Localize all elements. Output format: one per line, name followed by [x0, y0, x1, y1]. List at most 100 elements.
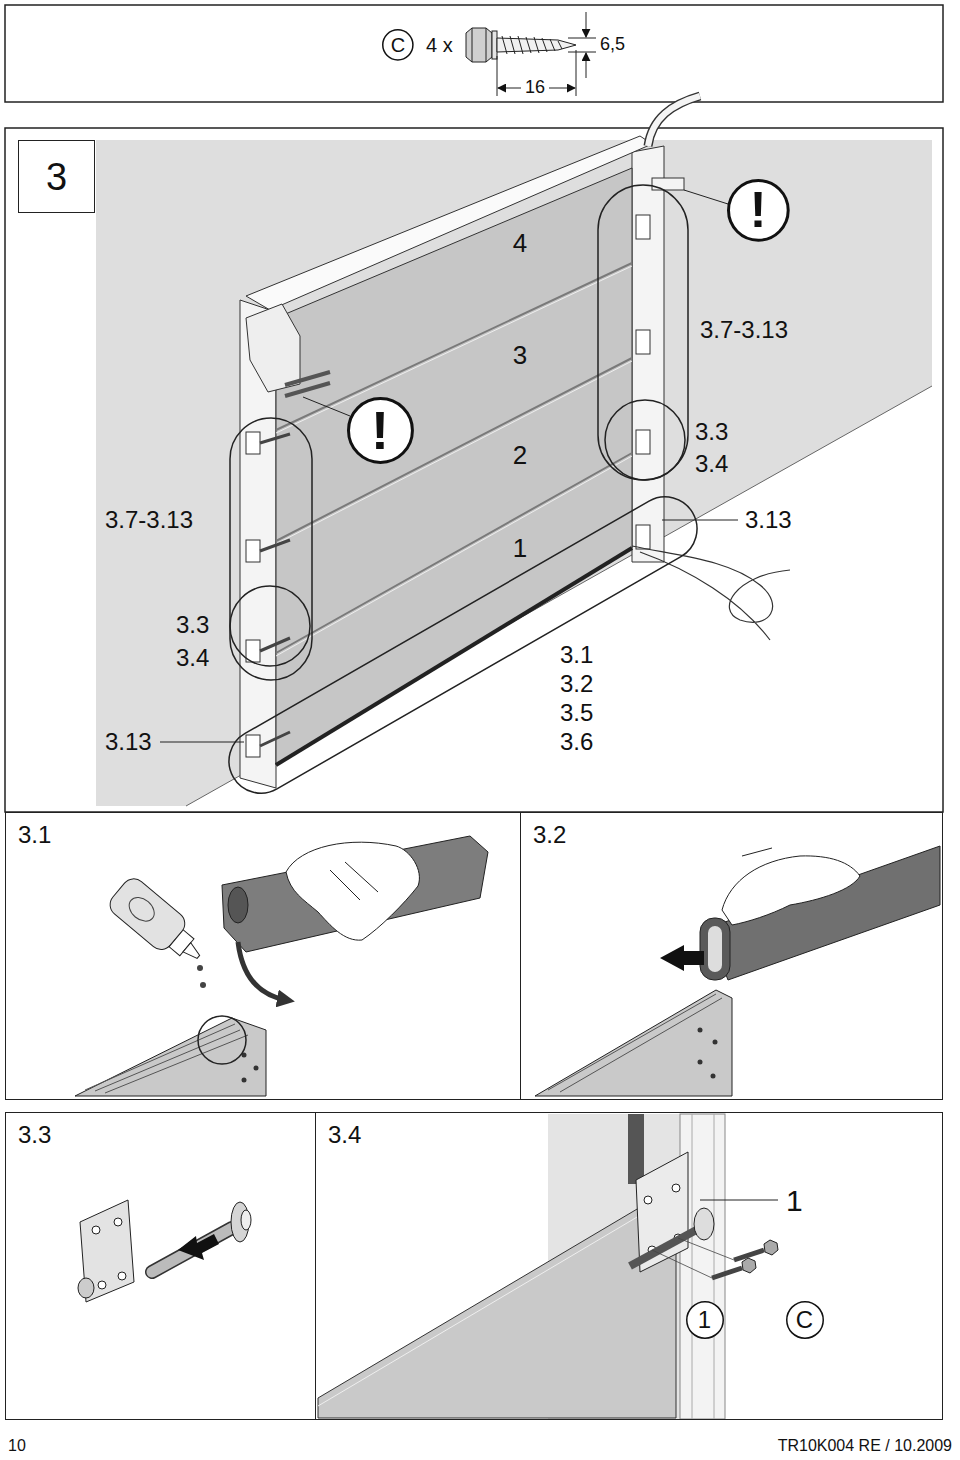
warning-circle: !: [727, 179, 790, 242]
hole: [698, 1028, 703, 1033]
hole: [242, 1078, 247, 1083]
substep-heading: 3.1: [18, 823, 51, 847]
track-bracket: [652, 178, 684, 190]
step-reference: 3.5: [560, 700, 593, 726]
hole: [254, 1066, 259, 1071]
section-groove: [85, 1024, 248, 1093]
cable: [632, 546, 790, 640]
dimension-extension: [568, 38, 596, 52]
step-reference: 3.1: [560, 642, 593, 668]
direction-arrow: [178, 1234, 219, 1260]
part-letter-circle: C: [786, 1301, 824, 1339]
callout-number: 1: [786, 1184, 803, 1217]
dimension: 6,5: [600, 35, 625, 55]
detail-outline: [605, 400, 685, 480]
top-bracket: [246, 304, 300, 392]
hinge-hole: [114, 1218, 122, 1226]
detail-outline: [217, 485, 708, 805]
leader-line: [684, 190, 728, 204]
screw-head-edge: [472, 28, 486, 62]
panel-number: 4: [513, 229, 527, 258]
dimension-arrow: [498, 88, 521, 89]
step-reference: 3.6: [560, 729, 593, 755]
step-reference: 3.3: [176, 612, 209, 638]
shape-text: !: [371, 403, 389, 457]
shape-text: 1: [698, 1308, 711, 1332]
step-reference: 3.4: [695, 451, 728, 477]
roller-pin: [630, 1228, 700, 1266]
shape-text: C: [391, 35, 405, 55]
leader-line: [700, 1200, 778, 1201]
screw-thread: [502, 36, 562, 54]
hinge: [636, 215, 650, 239]
circle-shape: [383, 30, 413, 60]
hinge-hole: [118, 1272, 126, 1280]
roller-wheel: [694, 1208, 714, 1240]
hinge: [636, 330, 650, 354]
hole: [698, 1060, 703, 1065]
part-letter-circle: C: [382, 29, 414, 61]
detail-outline: [598, 185, 688, 480]
bottom-seal-profile: [708, 846, 940, 980]
shape-text: 3: [46, 158, 67, 196]
circle-shape: [686, 1301, 723, 1338]
substep-panel: 3.3: [5, 1112, 316, 1420]
hinge-knuckle: [78, 1278, 94, 1298]
hole: [711, 1074, 716, 1079]
panel-seam-highlight: [276, 266, 632, 656]
shape-text: C: [796, 1308, 813, 1332]
sleeve-line: [742, 848, 772, 856]
door-section: [535, 990, 732, 1096]
section-groove: [548, 994, 722, 1092]
bottle-label: [125, 893, 159, 926]
leader-line: [160, 742, 244, 743]
substep-panel: 3.1: [5, 812, 521, 1100]
motion-arrow: [238, 942, 286, 1000]
bottom-seal: [276, 548, 632, 765]
seal-end-inner: [708, 926, 722, 972]
lubricant-bottle: [105, 874, 212, 973]
door-section: [75, 1018, 266, 1096]
screw-head: [466, 28, 492, 62]
leader-line: [303, 397, 350, 416]
track-curve-inner: [648, 96, 700, 146]
section-highlight: [318, 1194, 676, 1406]
hinge-hole: [644, 1196, 652, 1204]
frame-post-edge: [692, 1114, 714, 1419]
hinge: [246, 432, 260, 454]
dimension: 16: [522, 78, 548, 98]
detail-outline: [230, 418, 312, 680]
panel-number: 1: [513, 534, 527, 563]
substep-heading: 3.2: [533, 823, 566, 847]
warning-circle: !: [347, 397, 414, 464]
hardware-frame: [5, 5, 943, 102]
quantity: 4 x: [426, 34, 453, 56]
callout-circle: 1: [686, 1301, 724, 1339]
seal-end: [700, 918, 730, 980]
dimension-arrow: [586, 53, 587, 78]
track: [628, 1114, 644, 1184]
roller-pin-outline: [152, 1228, 232, 1272]
step-reference: 3.7-3.13: [700, 317, 788, 343]
substep-panel: 3.41C: [315, 1112, 943, 1420]
wall: [96, 140, 932, 806]
seal-end: [228, 887, 248, 923]
step-reference: 3.2: [560, 671, 593, 697]
shape-text: !: [750, 185, 767, 235]
drop: [200, 982, 206, 988]
hinge-hole: [672, 1184, 680, 1192]
step-number-box: 3: [18, 140, 95, 213]
panel-seam: [276, 263, 632, 653]
step-reference: 3.3: [695, 419, 728, 445]
roller-pin: [152, 1228, 232, 1272]
hand: [286, 842, 419, 940]
leader-line: [662, 520, 738, 521]
right-frame-post: [632, 146, 664, 562]
hand-finger: [330, 862, 378, 900]
circle-shape: [728, 180, 788, 240]
step-frame: [5, 128, 943, 812]
dimension-arrow: [549, 88, 575, 89]
bracket-rod: [285, 372, 330, 396]
hinge: [636, 525, 650, 549]
step-reference: 3.13: [745, 507, 792, 533]
